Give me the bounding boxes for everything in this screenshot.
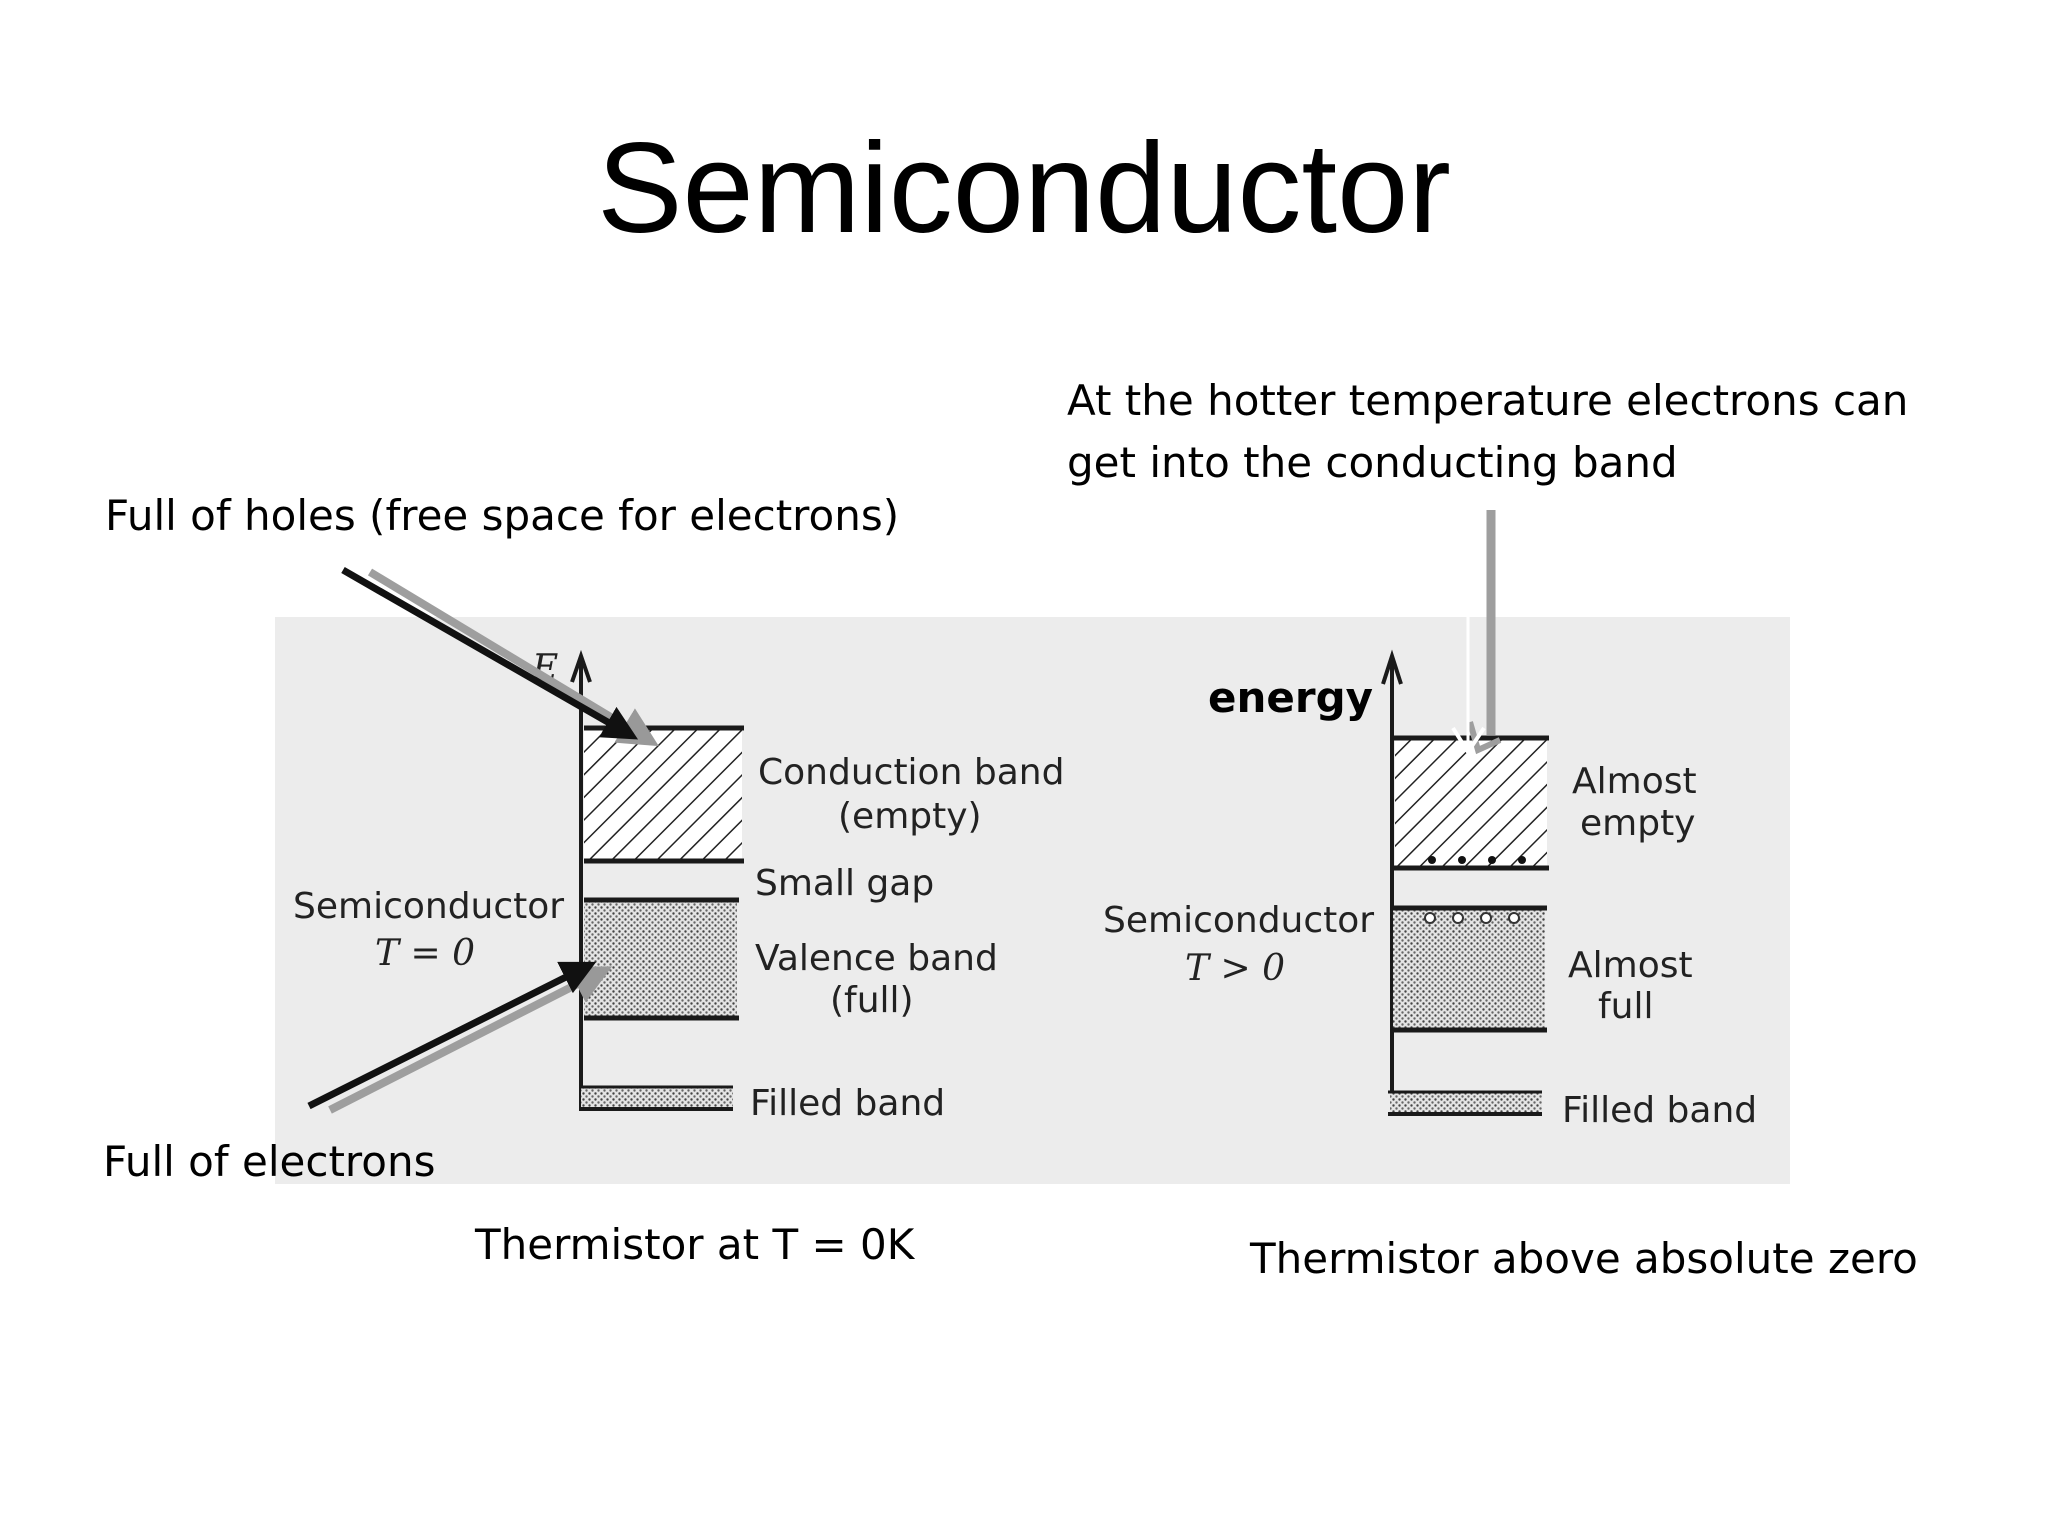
left-material-label: Semiconductor xyxy=(293,886,564,927)
holes-pointer-arrow xyxy=(341,566,659,747)
holes-note: Full of holes (free space for electrons) xyxy=(105,491,900,540)
right-axis-arrowhead xyxy=(1381,649,1403,685)
left-valence-label: Valence band xyxy=(755,938,998,979)
caption-right: Thermistor above absolute zero xyxy=(1250,1234,1918,1283)
left-gap-label: Small gap xyxy=(755,863,934,904)
left-temperature-label: T = 0 xyxy=(375,933,475,974)
right-lower-state-2: full xyxy=(1598,986,1654,1027)
electrons-pointer-arrow xyxy=(307,961,613,1114)
electrons-note: Full of electrons xyxy=(103,1137,436,1186)
caption-left: Thermistor at T = 0K xyxy=(475,1220,915,1269)
left-filled-band xyxy=(581,1087,733,1109)
right-conduction-band xyxy=(1395,738,1547,868)
conduction-electrons xyxy=(1428,856,1526,864)
valence-holes xyxy=(1424,912,1520,924)
left-valence-band xyxy=(584,900,737,1018)
right-upper-state-2: empty xyxy=(1580,803,1696,844)
right-axis-label: energy xyxy=(1208,673,1373,722)
left-valence-state: (full) xyxy=(830,980,914,1021)
left-conduction-state: (empty) xyxy=(838,796,982,837)
right-filled-band xyxy=(1390,1092,1542,1114)
conduction-pointer-arrow xyxy=(1451,510,1502,756)
hotter-temperature-note: At the hotter temperature electrons can … xyxy=(1067,370,1908,494)
left-conduction-label: Conduction band xyxy=(758,752,1064,793)
right-lower-state-1: Almost xyxy=(1568,945,1693,986)
left-axis-arrowhead xyxy=(570,649,592,683)
hotter-note-line-1: At the hotter temperature electrons can xyxy=(1067,376,1909,425)
left-conduction-band xyxy=(584,728,742,861)
right-material-label: Semiconductor xyxy=(1103,900,1374,941)
diagram-panel xyxy=(275,617,1790,1184)
right-temperature-label: T > 0 xyxy=(1185,948,1285,989)
left-band-diagram: E Conduction band (empty) Small gap Vale… xyxy=(293,648,1064,1124)
right-upper-state-1: Almost xyxy=(1572,761,1697,802)
right-valence-band xyxy=(1393,908,1545,1030)
left-filled-label: Filled band xyxy=(750,1083,945,1124)
slide-title: Semiconductor xyxy=(597,117,1451,260)
hotter-note-line-2: get into the conducting band xyxy=(1067,438,1678,487)
right-filled-label: Filled band xyxy=(1562,1090,1757,1131)
right-band-diagram: energy Almost empty Almost full Fil xyxy=(1103,649,1757,1131)
